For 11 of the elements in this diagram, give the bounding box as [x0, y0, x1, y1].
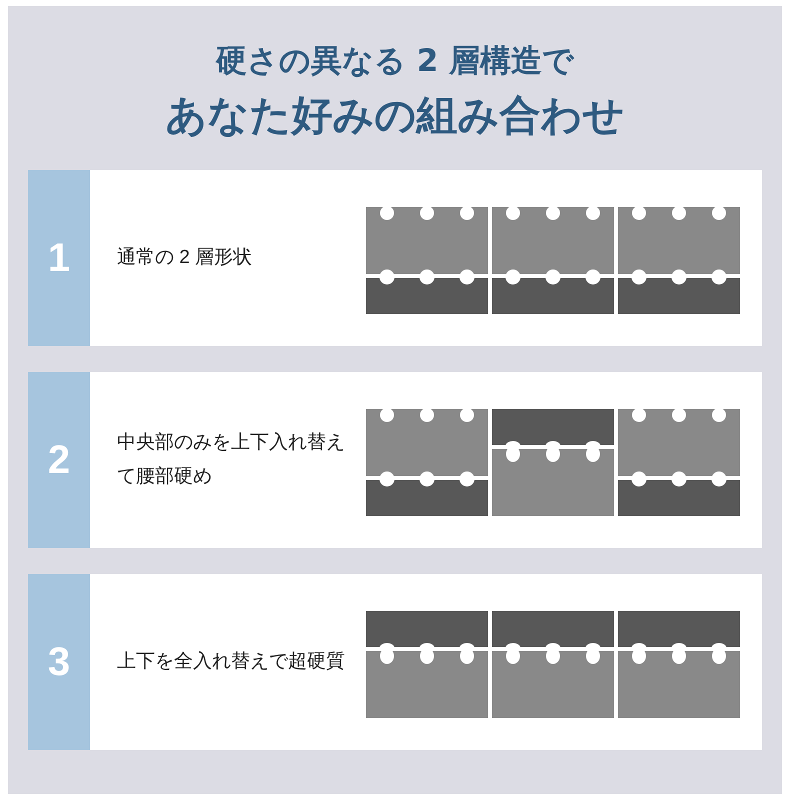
description-text: 通常の 2 層形状: [117, 246, 254, 270]
description-text: 上下を全入れ替えで超硬質: [117, 650, 346, 674]
step-number: 1: [28, 170, 90, 346]
description-text: 中央部のみを上下入れ替えて腰部硬め: [117, 431, 346, 489]
step-number: 3: [28, 574, 90, 750]
step-number: 2: [28, 372, 90, 548]
heading: あなた好みの組み合わせ: [164, 90, 626, 141]
panel-card: [28, 574, 762, 750]
heading: 硬さの異なる 2 層構造で: [214, 42, 576, 81]
panel-card: [28, 170, 762, 346]
panel-card: [28, 372, 762, 548]
